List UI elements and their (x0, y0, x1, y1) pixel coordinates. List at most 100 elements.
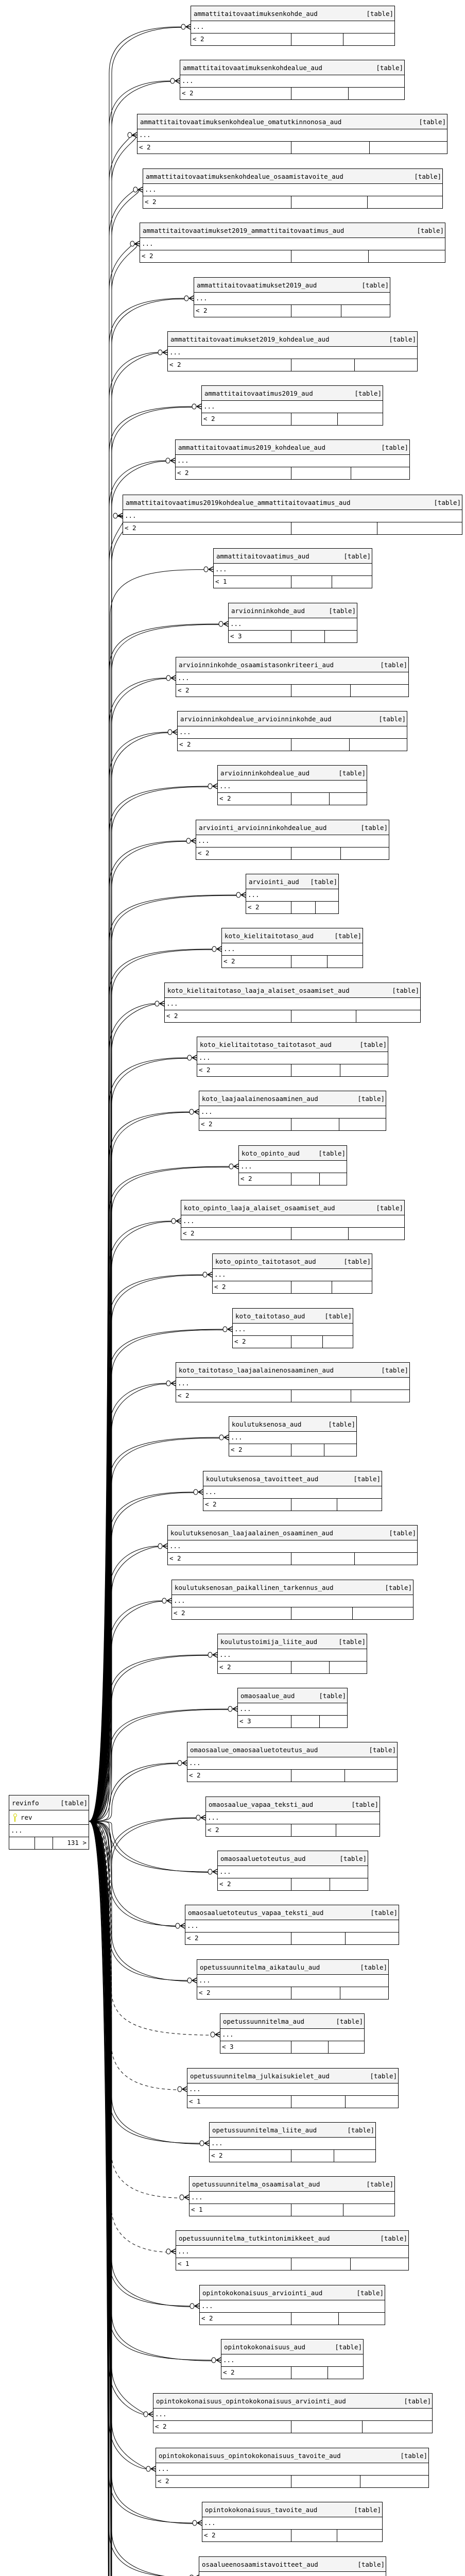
table-arvioinninkohde-aud[interactable]: arvioinninkohde_aud[table]...< 3 (228, 603, 357, 643)
parents-count[interactable]: < 2 (181, 1228, 291, 1240)
parents-count[interactable]: < 2 (229, 1444, 291, 1456)
table-koulutuksenosan-laajaalainen-osaaminen-aud[interactable]: koulutuksenosan_laajaalainen_osaaminen_a… (167, 1525, 418, 1565)
parents-count[interactable]: < 2 (246, 902, 291, 913)
parents-count[interactable]: < 2 (194, 305, 291, 317)
parents-count[interactable]: < 2 (197, 1064, 291, 1076)
table-koto-opinto-taitotasot-aud[interactable]: koto_opinto_taitotasot_aud[table]...< 2 (212, 1253, 372, 1294)
table-koto-taitotaso-aud[interactable]: koto_taitotaso_aud[table]...< 2 (232, 1308, 353, 1348)
parents-count[interactable]: < 1 (190, 2204, 291, 2216)
table-arviointi-aud[interactable]: arviointi_aud[table]...< 2 (246, 874, 339, 914)
table-koto-kielitaitotaso-taitotasot-aud[interactable]: koto_kielitaitotaso_taitotasot_aud[table… (197, 1037, 388, 1077)
parents-count[interactable]: < 2 (222, 956, 291, 968)
table-ammattitaitovaatimuksenkohdealue-omatutkinnonosa-aud[interactable]: ammattitaitovaatimuksenkohdealue_omatutk… (137, 114, 447, 154)
parents-count[interactable]: < 2 (153, 2421, 291, 2433)
table-koto-kielitaitotaso-laaja-alaiset-osaamiset-aud[interactable]: koto_kielitaitotaso_laaja_alaiset_osaami… (164, 982, 421, 1023)
table-osaalueenosaamistavoitteet-aud[interactable]: osaalueenosaamistavoitteet_aud[table]...… (199, 2556, 386, 2576)
table-omaosaalue-omaosaaluetoteutus-aud[interactable]: omaosaalue_omaosaaluetoteutus_aud[table]… (187, 1742, 398, 1782)
table-omaosaaluetoteutus-aud[interactable]: omaosaaluetoteutus_aud[table]...< 2 (217, 1851, 368, 1891)
table-koulutuksenosa-aud[interactable]: koulutuksenosa_aud[table]...< 2 (229, 1416, 357, 1456)
table-arvioinninkohde-osaamistasonkriteeri-aud[interactable]: arvioinninkohde_osaamistasonkriteeri_aud… (176, 657, 409, 697)
parents-count[interactable]: < 2 (185, 1933, 291, 1944)
table-opintokokonaisuus-opintokokonaisuus-tavoite-aud[interactable]: opintokokonaisuus_opintokokonaisuus_tavo… (156, 2448, 429, 2488)
parents-count[interactable]: < 2 (213, 1281, 291, 1293)
table-koto-opinto-laaja-alaiset-osaamiset-aud[interactable]: koto_opinto_laaja_alaiset_osaamiset_aud[… (181, 1200, 405, 1240)
parents-count[interactable]: < 2 (196, 848, 291, 859)
more-columns: ... (246, 889, 338, 902)
parents-count[interactable]: < 2 (168, 1553, 291, 1565)
table-koto-taitotaso-laajaalainenosaaminen-aud[interactable]: koto_taitotaso_laajaalainenosaaminen_aud… (176, 1362, 410, 1402)
table-opintokokonaisuus-tavoite-aud[interactable]: opintokokonaisuus_tavoite_aud[table]...<… (202, 2502, 383, 2542)
parents-count[interactable]: < 2 (156, 2476, 291, 2487)
parents-count[interactable]: < 2 (176, 467, 291, 479)
parents-count[interactable]: < 2 (140, 250, 291, 262)
parents-count[interactable]: < 2 (239, 1173, 291, 1185)
parents-count[interactable]: < 2 (178, 739, 291, 751)
parents-count[interactable]: < 2 (202, 2530, 291, 2541)
parents-count[interactable]: < 2 (218, 1662, 291, 1673)
parents-count[interactable]: < 2 (123, 522, 291, 534)
parents-count[interactable]: < 1 (176, 2258, 291, 2270)
table-koulutuksenosa-tavoitteet-aud[interactable]: koulutuksenosa_tavoitteet_aud[table]...<… (203, 1471, 382, 1511)
table-opetussuunnitelma-julkaisukielet-aud[interactable]: opetussuunnitelma_julkaisukielet_aud[tab… (187, 2068, 399, 2108)
parents-count[interactable]: < 2 (218, 1878, 291, 1890)
table-opetussuunnitelma-liite-aud[interactable]: opetussuunnitelma_liite_aud[table]...< 2 (209, 2122, 376, 2162)
table-opetussuunnitelma-osaamisalat-aud[interactable]: opetussuunnitelma_osaamisalat_aud[table]… (189, 2176, 395, 2216)
parents-count[interactable]: < 3 (229, 631, 291, 642)
table-koulutuksenosan-paikallinen-tarkennus-aud[interactable]: koulutuksenosan_paikallinen_tarkennus_au… (171, 1580, 414, 1620)
parents-count[interactable]: < 2 (218, 793, 291, 805)
table-name: opetussuunnitelma_liite_aud (212, 2126, 317, 2134)
table-koto-opinto-aud[interactable]: koto_opinto_aud[table]...< 2 (238, 1145, 347, 1185)
parents-count[interactable]: < 2 (210, 2150, 291, 2162)
table-ammattitaitovaatimus-aud[interactable]: ammattitaitovaatimus_aud[table]...< 1 (213, 548, 372, 588)
table-ammattitaitovaatimuksenkohdealue-aud[interactable]: ammattitaitovaatimuksenkohdealue_aud[tab… (180, 60, 405, 100)
table-opetussuunnitelma-tutkintonimikkeet-aud[interactable]: opetussuunnitelma_tutkintonimikkeet_aud[… (176, 2230, 409, 2270)
table-koto-kielitaitotaso-aud[interactable]: koto_kielitaitotaso_aud[table]...< 2 (221, 928, 363, 968)
parents-count[interactable]: < 2 (191, 33, 291, 45)
parents-count[interactable]: < 2 (199, 1118, 291, 1130)
table-opintokokonaisuus-arviointi-aud[interactable]: opintokokonaisuus_arviointi_aud[table]..… (199, 2285, 385, 2325)
parents-count[interactable]: < 3 (220, 2041, 291, 2053)
parents-count[interactable]: < 2 (233, 1336, 291, 1348)
table-ammattitaitovaatimukset2019-ammattitaitovaatimus-aud[interactable]: ammattitaitovaatimukset2019_ammattitaito… (140, 223, 445, 263)
parents-count[interactable]: < 2 (197, 1987, 291, 1999)
parents-count[interactable]: < 2 (206, 1824, 291, 1836)
parents-count[interactable]: < 2 (200, 2313, 291, 2325)
table-ammattitaitovaatimus2019kohdealue-ammattitaitovaatimus-aud[interactable]: ammattitaitovaatimus2019kohdealue_ammatt… (123, 495, 462, 535)
table-arvioinninkohdealue-aud[interactable]: arvioinninkohdealue_aud[table]...< 2 (217, 765, 367, 805)
table-ammattitaitovaatimukset2019-aud[interactable]: ammattitaitovaatimukset2019_aud[table]..… (194, 277, 390, 317)
table-revinfo[interactable]: revinfo [table] rev ... 131 > (9, 1795, 89, 1850)
table-omaosaalue-aud[interactable]: omaosaalue_aud[table]...< 3 (237, 1688, 348, 1728)
parents-count[interactable]: < 2 (172, 1607, 291, 1619)
table-name: koto_opinto_taitotasot_aud (215, 1257, 316, 1265)
parents-count[interactable]: < 2 (176, 685, 291, 697)
parents-count[interactable]: < 2 (203, 1499, 291, 1511)
table-ammattitaitovaatimuksenkohde-aud[interactable]: ammattitaitovaatimuksenkohde_aud[table].… (191, 6, 395, 46)
parents-count[interactable]: < 1 (187, 2096, 291, 2108)
table-opintokokonaisuus-opintokokonaisuus-arviointi-aud[interactable]: opintokokonaisuus_opintokokonaisuus_arvi… (153, 2393, 433, 2433)
table-arvioinninkohdealue-arvioinninkohde-aud[interactable]: arvioinninkohdealue_arvioinninkohde_aud[… (177, 711, 407, 751)
parents-count[interactable]: < 2 (168, 359, 291, 371)
parents-count[interactable]: < 2 (202, 413, 291, 425)
table-ammattitaitovaatimuksenkohdealue-osaamistavoite-aud[interactable]: ammattitaitovaatimuksenkohdealue_osaamis… (143, 168, 443, 209)
parents-count[interactable]: < 2 (221, 2367, 291, 2379)
parents-count[interactable]: < 3 (238, 1716, 291, 1727)
children-count[interactable]: 131 > (67, 1839, 87, 1846)
table-opetussuunnitelma-aud[interactable]: opetussuunnitelma_aud[table]...< 3 (220, 2013, 365, 2054)
table-opetussuunnitelma-aikataulu-aud[interactable]: opetussuunnitelma_aikataulu_aud[table]..… (197, 1959, 389, 1999)
parents-count[interactable]: < 2 (165, 1010, 291, 1022)
table-opintokokonaisuus-aud[interactable]: opintokokonaisuus_aud[table]...< 2 (221, 2339, 364, 2379)
table-omaosaaluetoteutus-vapaa-teksti-aud[interactable]: omaosaaluetoteutus_vapaa_teksti_aud[tabl… (185, 1905, 399, 1945)
table-ammattitaitovaatimus2019-kohdealue-aud[interactable]: ammattitaitovaatimus2019_kohdealue_aud[t… (175, 439, 410, 480)
parents-count[interactable]: < 2 (137, 142, 291, 154)
table-ammattitaitovaatimus2019-aud[interactable]: ammattitaitovaatimus2019_aud[table]...< … (201, 385, 383, 426)
parents-count[interactable]: < 2 (187, 1770, 291, 1782)
parents-count[interactable]: < 2 (143, 196, 291, 208)
parents-count[interactable]: < 2 (176, 1390, 291, 1402)
table-omaosaalue-vapaa-teksti-aud[interactable]: omaosaalue_vapaa_teksti_aud[table]...< 2 (205, 1797, 380, 1837)
parents-count[interactable]: < 1 (214, 576, 291, 588)
table-arviointi-arvioinninkohdealue-aud[interactable]: arviointi_arvioinninkohdealue_aud[table]… (196, 820, 389, 860)
table-koulutustoimija-liite-aud[interactable]: koulutustoimija_liite_aud[table]...< 2 (217, 1634, 367, 1674)
table-koto-laajaalainenosaaminen-aud[interactable]: koto_laajaalainenosaaminen_aud[table]...… (199, 1091, 386, 1131)
parents-count[interactable]: < 2 (180, 88, 291, 99)
table-ammattitaitovaatimukset2019-kohdealue-aud[interactable]: ammattitaitovaatimukset2019_kohdealue_au… (167, 331, 418, 371)
